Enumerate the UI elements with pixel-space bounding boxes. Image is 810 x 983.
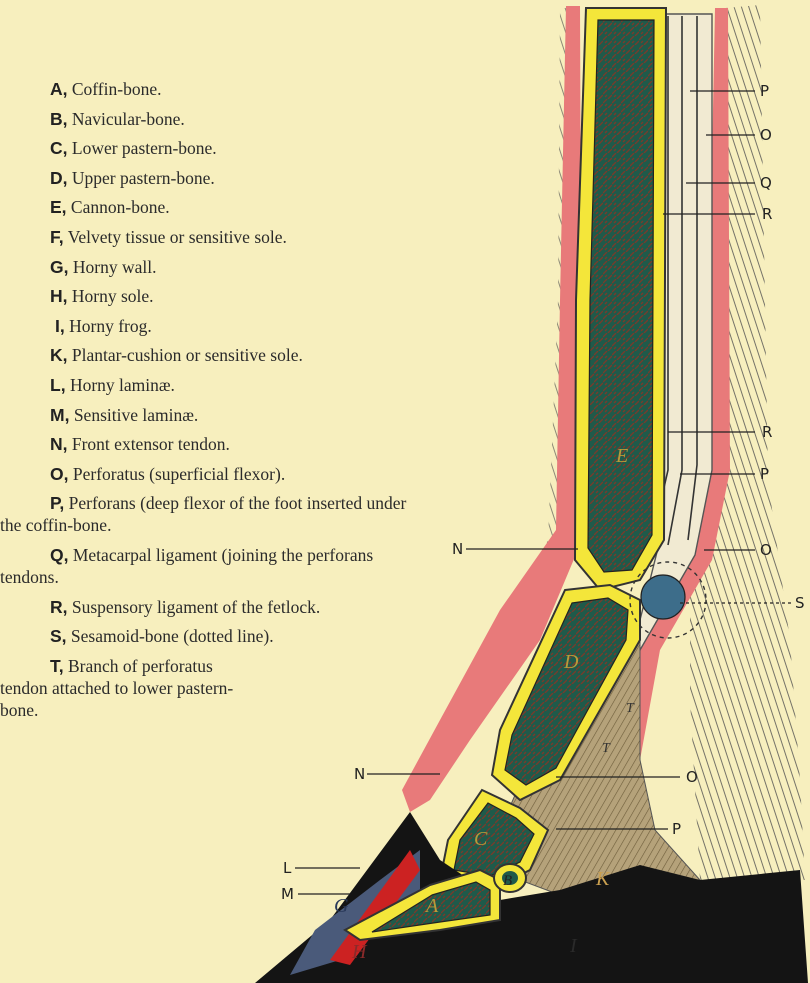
inner-label-d: D [563,651,579,673]
inner-label-t2: T [602,741,611,756]
callout-o-top: O [760,126,772,144]
inner-label-t1: T [626,701,635,716]
inner-label-c: C [474,828,488,850]
callout-q: Q [760,174,772,192]
inner-label-i: I [569,935,578,957]
callout-l: L [283,859,292,877]
inner-label-h: H [351,941,368,963]
callout-p-mid: P [760,465,769,483]
cannon-bone [588,20,654,572]
inner-label-e: E [615,445,628,467]
callout-r-top: R [762,205,772,223]
callout-p-top: P [760,82,769,100]
inner-label-b: B [503,873,512,889]
sesamoid-bone [641,575,685,619]
callout-n-low: N [354,765,365,783]
callout-o-low: O [686,768,698,786]
inner-label-a: A [424,895,439,917]
callout-o-mid: O [760,541,772,559]
inner-label-g: G [334,895,349,917]
callout-n-top: N [452,540,463,558]
callout-m: M [281,885,294,903]
callout-p-low: P [672,820,681,838]
callout-r-mid: R [762,423,772,441]
callout-s: S [795,594,805,612]
inner-label-k: K [595,868,611,890]
